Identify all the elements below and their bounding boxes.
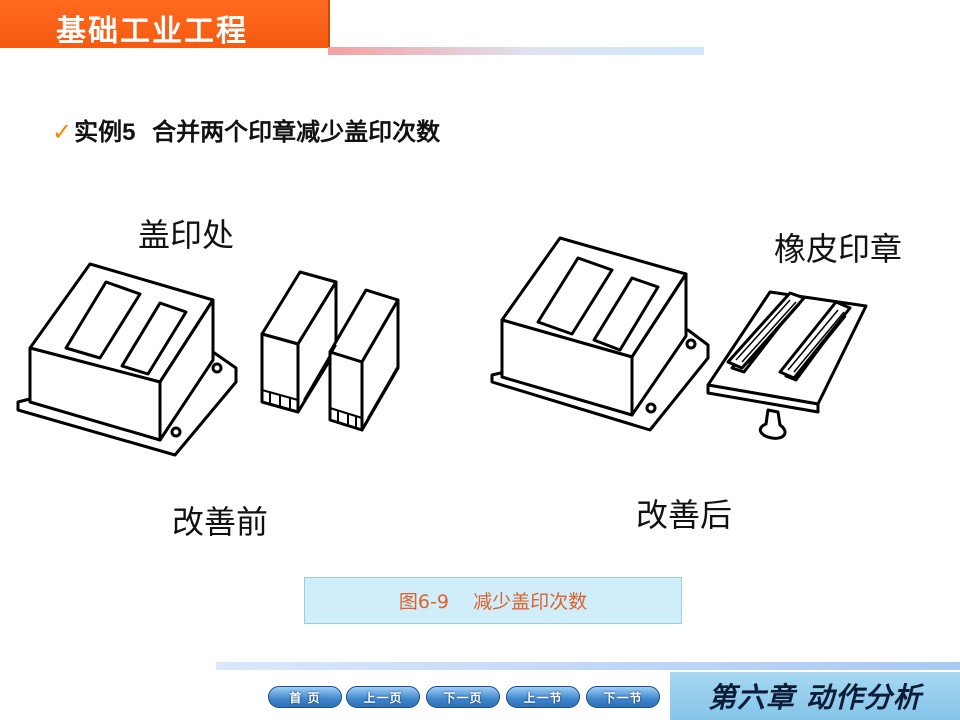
bottom-stripe bbox=[216, 662, 960, 670]
chapter-box: 第六章 动作分析 bbox=[670, 672, 960, 720]
rubber-stamp-plate-edge bbox=[706, 383, 820, 414]
label-stamp-location: 盖印处 bbox=[138, 216, 235, 254]
label-after: 改善后 bbox=[636, 496, 733, 534]
first-page-button[interactable]: 首 页 bbox=[268, 686, 342, 708]
heading-number: 5 bbox=[122, 119, 136, 146]
label-rubber-stamp: 橡皮印章 bbox=[774, 230, 903, 268]
check-icon: ✓ bbox=[52, 118, 73, 146]
example-heading: ✓实例5 合并两个印章减少盖印次数 bbox=[52, 112, 440, 147]
next-section-button[interactable]: 下一节 bbox=[586, 686, 660, 708]
stamp-b-front bbox=[328, 350, 364, 432]
after-box-side bbox=[630, 272, 688, 417]
prev-page-button[interactable]: 上一页 bbox=[346, 686, 420, 708]
next-page-button[interactable]: 下一页 bbox=[426, 686, 500, 708]
rubber-stamp-handle bbox=[758, 408, 787, 440]
caption-text: 图6-9 减少盖印次数 bbox=[398, 591, 588, 613]
heading-prefix: 实例 bbox=[74, 118, 123, 146]
heading-suffix: 合并两个印章减少盖印次数 bbox=[135, 118, 441, 146]
after-window-2 bbox=[592, 276, 660, 352]
before-box-side bbox=[158, 298, 215, 442]
header-bar: 基础工业工程 bbox=[0, 0, 330, 49]
before-window-1 bbox=[64, 280, 142, 360]
figure-caption: 图6-9 减少盖印次数 bbox=[304, 577, 682, 624]
prev-section-button[interactable]: 上一节 bbox=[506, 686, 580, 708]
label-before: 改善前 bbox=[172, 503, 269, 541]
before-window-2 bbox=[120, 301, 188, 376]
course-title: 基础工业工程 bbox=[56, 14, 248, 49]
after-window-1 bbox=[536, 256, 614, 336]
chapter-title: 第六章 动作分析 bbox=[708, 681, 922, 714]
header-stripe bbox=[328, 47, 704, 55]
